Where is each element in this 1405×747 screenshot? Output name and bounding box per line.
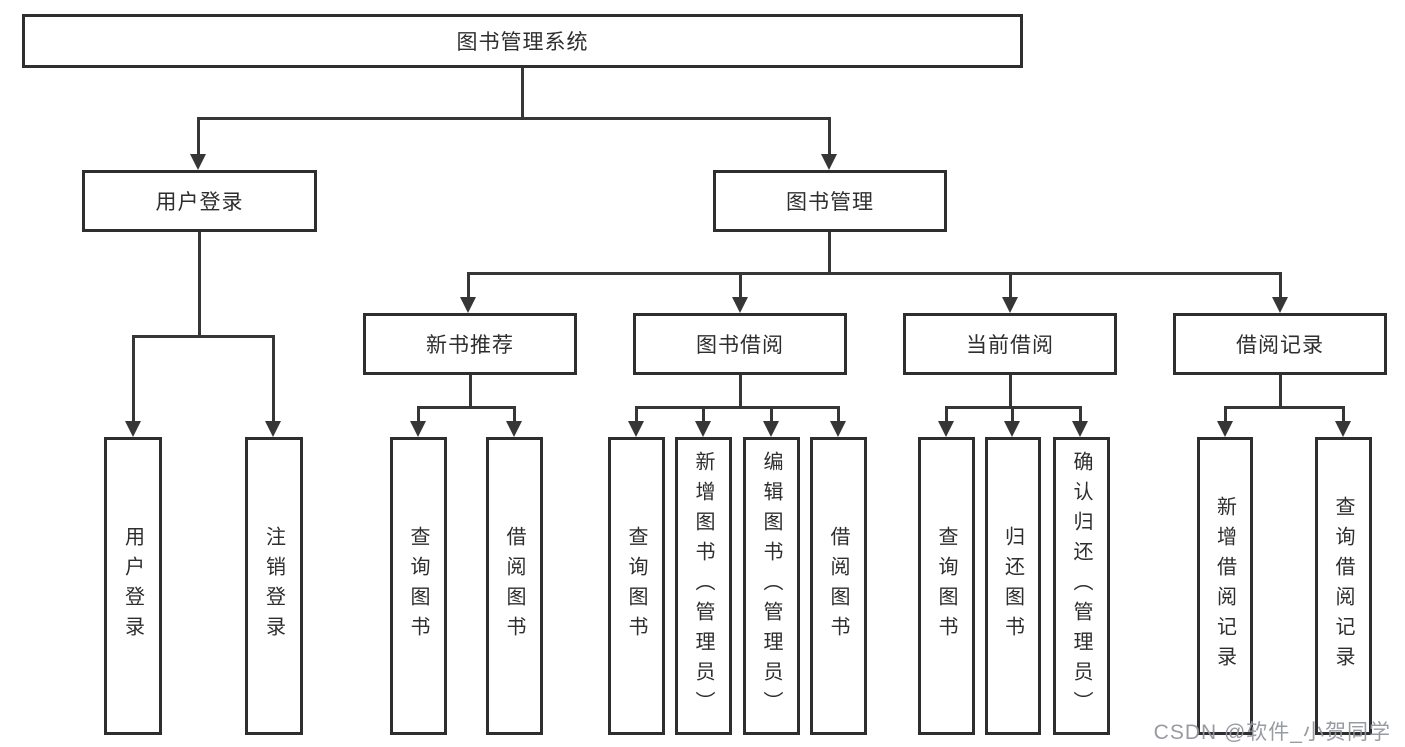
arrow-down-icon [1002,297,1018,313]
connector-line [1224,406,1345,409]
connector-line [1009,375,1012,408]
connector-line [1224,406,1227,423]
connector-line [198,232,201,337]
connector-line [702,406,705,423]
connector-line [945,406,1082,409]
leaf-query-books: 查询图书 [390,437,447,735]
connector-line [828,232,831,274]
node-label: 图书管理系统 [456,31,589,54]
connector-line [513,406,516,423]
arrow-down-icon [1272,297,1288,313]
arrow-down-icon [1072,421,1088,437]
connector-line [132,335,135,423]
connector-line [1011,406,1014,423]
connector-line [1279,272,1282,300]
node-label: 新增借阅记录 [1213,496,1236,676]
connector-line [521,68,524,119]
node-label: 注销登录 [262,526,285,646]
node-label: 图书借阅 [696,334,784,357]
connector-line [1079,406,1082,423]
connector-line [635,406,840,409]
leaf-return-books: 归还图书 [985,437,1041,735]
connector-line [635,406,638,423]
node-label: 归还图书 [1001,526,1024,646]
leaf-logout: 注销登录 [245,437,303,735]
node-label: 新书推荐 [426,334,514,357]
connector-line [197,117,200,157]
arrow-down-icon [695,421,711,437]
arrow-down-icon [763,421,779,437]
node-borrow-records: 借阅记录 [1173,313,1387,375]
connector-line [197,117,831,120]
connector-line [132,335,275,338]
node-label: 借阅记录 [1236,334,1324,357]
arrow-down-icon [190,154,206,170]
node-label: 查询借阅记录 [1332,496,1354,676]
leaf-borrow-books: 借阅图书 [810,437,867,735]
arrow-down-icon [821,154,837,170]
connector-line [1009,272,1012,300]
arrow-down-icon [1335,421,1351,437]
connector-line [739,272,742,300]
arrow-down-icon [265,421,281,437]
connector-line [272,335,275,423]
arrow-down-icon [125,421,141,437]
node-label: 查询图书 [625,526,647,646]
leaf-confirm-return-admin: 确认归还（管理员） [1053,437,1110,735]
node-label: 查询图书 [407,526,429,646]
connector-line [770,406,773,423]
leaf-edit-books-admin: 编辑图书（管理员） [743,437,800,735]
node-label: 借阅图书 [827,526,849,646]
arrow-down-icon [506,421,522,437]
node-label: 借阅图书 [503,526,525,646]
node-label: 确认归还（管理员） [1070,451,1092,721]
connector-line [837,406,840,423]
arrow-down-icon [830,421,846,437]
leaf-query-borrow-record: 查询借阅记录 [1315,437,1372,735]
leaf-add-books-admin: 新增图书（管理员） [675,437,732,735]
connector-line [1279,375,1282,408]
connector-line [945,406,948,423]
connector-line [828,117,831,157]
connector-line [467,272,470,300]
node-label: 图书管理 [786,191,874,214]
arrow-down-icon [460,297,476,313]
connector-line [469,375,472,408]
arrow-down-icon [1004,421,1020,437]
node-new-book-recommend: 新书推荐 [363,313,577,375]
arrow-down-icon [628,421,644,437]
connector-line [739,375,742,408]
connector-line [1342,406,1345,423]
csdn-watermark: CSDN @软件_小贺同学 [1153,721,1391,744]
node-label: 用户登录 [155,191,244,214]
node-current-borrowing: 当前借阅 [903,313,1117,375]
node-book-management: 图书管理 [713,170,947,232]
node-label: 查询图书 [935,526,957,646]
leaf-user-login: 用户登录 [104,437,162,735]
leaf-query-books: 查询图书 [608,437,665,735]
leaf-add-borrow-record: 新增借阅记录 [1197,437,1253,735]
leaf-borrow-books: 借阅图书 [486,437,543,735]
connector-line [417,406,516,409]
arrow-down-icon [938,421,954,437]
node-label: 用户登录 [121,526,144,646]
node-library-system: 图书管理系统 [22,14,1023,68]
arrow-down-icon [1217,421,1233,437]
connector-line [467,272,1282,275]
node-label: 编辑图书（管理员） [760,451,782,721]
arrow-down-icon [410,421,426,437]
node-label: 新增图书（管理员） [692,451,714,721]
node-user-login: 用户登录 [82,170,317,232]
arrow-down-icon [732,297,748,313]
node-book-borrowing: 图书借阅 [633,313,847,375]
node-label: 当前借阅 [966,334,1054,357]
connector-line [417,406,420,423]
leaf-query-books: 查询图书 [918,437,975,735]
